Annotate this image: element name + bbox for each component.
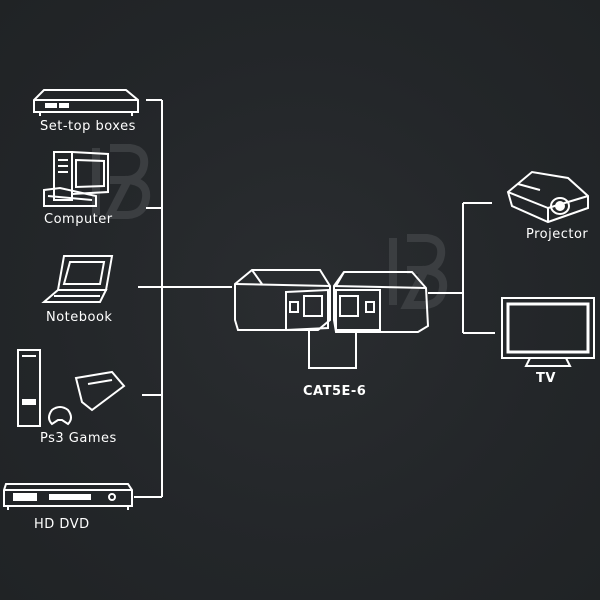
cat5-label: CAT5E-6	[303, 384, 367, 399]
notebook-label: Notebook	[46, 310, 113, 325]
source-bus	[134, 99, 232, 498]
projector-label: Projector	[526, 227, 589, 242]
set-top-box-icon	[33, 89, 139, 116]
extender-transmitter-icon	[234, 269, 331, 332]
settop-label: Set-top boxes	[40, 119, 136, 134]
game-console-icon	[17, 349, 126, 427]
computer-icon	[43, 151, 109, 207]
ps3-label: Ps3 Games	[40, 431, 117, 446]
tv-icon	[501, 297, 595, 367]
extender-receiver-icon	[333, 271, 430, 333]
dvd-player-icon	[3, 483, 133, 510]
hddvd-label: HD DVD	[34, 517, 90, 532]
cat5-cable	[308, 330, 357, 369]
tv-label: TV	[536, 371, 556, 386]
notebook-icon	[41, 255, 114, 303]
computer-label: Computer	[44, 212, 113, 227]
projector-icon	[506, 170, 589, 224]
output-bus	[428, 202, 495, 334]
